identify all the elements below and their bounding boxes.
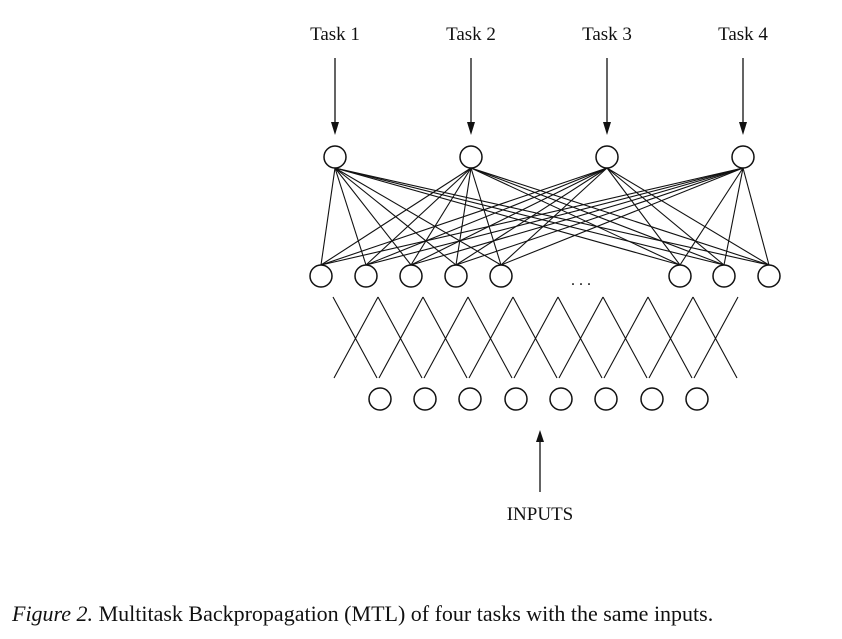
task-label-2: Task 2	[446, 24, 496, 45]
edge-hidden-input-14	[603, 296, 649, 379]
edge-hidden-input-8	[468, 296, 514, 379]
edge-hidden-input-9	[512, 296, 558, 379]
output-node-1	[323, 145, 347, 169]
edge-hidden-input-12	[558, 296, 604, 379]
output-node-3	[595, 145, 619, 169]
output-node-2	[459, 145, 483, 169]
edge-hidden-input-3	[377, 296, 423, 379]
input-node-5	[549, 387, 573, 411]
edge-output-4-hidden-7	[723, 167, 744, 266]
edge-output-3-hidden-1	[320, 167, 608, 266]
edge-hidden-input-7	[467, 296, 513, 379]
edge-output-2-hidden-7	[470, 167, 725, 266]
inputs-label: INPUTS	[507, 504, 574, 525]
edge-hidden-input-15	[647, 296, 693, 379]
task-label-4: Task 4	[718, 24, 768, 45]
task-arrow-head-1	[331, 122, 339, 135]
edge-output-1-hidden-8	[334, 167, 770, 266]
output-node-4	[731, 145, 755, 169]
edge-output-3-hidden-7	[606, 167, 725, 266]
edge-hidden-input-16	[648, 296, 694, 379]
hidden-node-4	[444, 264, 468, 288]
input-node-3	[458, 387, 482, 411]
hidden-node-8	[757, 264, 781, 288]
edge-output-4-hidden-3	[410, 167, 744, 266]
hidden-node-6	[668, 264, 692, 288]
edge-output-3-hidden-2	[365, 167, 608, 266]
edge-output-4-hidden-4	[455, 167, 744, 266]
input-node-4	[504, 387, 528, 411]
task-label-3: Task 3	[582, 24, 632, 45]
hidden-node-1	[309, 264, 333, 288]
network-arrows	[331, 58, 747, 492]
input-node-8	[685, 387, 709, 411]
edge-output-2-hidden-8	[470, 167, 770, 266]
hidden-node-3	[399, 264, 423, 288]
task-label-1: Task 1	[310, 24, 360, 45]
edge-output-1-hidden-6	[334, 167, 681, 266]
edge-hidden-input-17	[692, 296, 738, 379]
edge-output-4-hidden-5	[500, 167, 744, 266]
edge-output-1-hidden-7	[334, 167, 725, 266]
network-edges	[320, 167, 770, 379]
edge-output-2-hidden-3	[410, 167, 472, 266]
edge-hidden-input-1	[332, 296, 378, 379]
network-nodes	[309, 145, 781, 411]
task-arrow-head-4	[739, 122, 747, 135]
edge-output-4-hidden-1	[320, 167, 744, 266]
edge-output-3-hidden-6	[606, 167, 681, 266]
edge-hidden-input-6	[423, 296, 469, 379]
edge-hidden-input-2	[333, 296, 379, 379]
edge-output-2-hidden-2	[365, 167, 472, 266]
hidden-node-5	[489, 264, 513, 288]
caption-figure-number: Figure 2.	[12, 601, 94, 626]
edge-hidden-input-4	[378, 296, 424, 379]
edge-hidden-input-18	[693, 296, 739, 379]
inputs-arrow-head	[536, 430, 544, 442]
task-arrow-head-2	[467, 122, 475, 135]
figure-caption: Figure 2. Multitask Backpropagation (MTL…	[12, 601, 713, 627]
hidden-node-7	[712, 264, 736, 288]
input-node-2	[413, 387, 437, 411]
hidden-node-2	[354, 264, 378, 288]
input-node-7	[640, 387, 664, 411]
edge-hidden-input-5	[422, 296, 468, 379]
edge-output-3-hidden-8	[606, 167, 770, 266]
edge-hidden-input-10	[513, 296, 559, 379]
task-arrow-head-3	[603, 122, 611, 135]
hidden-ellipsis: . . .	[571, 272, 591, 289]
edge-output-3-hidden-3	[410, 167, 608, 266]
edge-output-4-hidden-8	[742, 167, 770, 266]
edge-output-2-hidden-1	[320, 167, 472, 266]
caption-text: Multitask Backpropagation (MTL) of four …	[98, 601, 714, 626]
edge-output-1-hidden-3	[334, 167, 412, 266]
edge-output-1-hidden-1	[320, 167, 336, 266]
edge-output-1-hidden-2	[334, 167, 367, 266]
edge-output-4-hidden-6	[679, 167, 744, 266]
input-node-1	[368, 387, 392, 411]
edge-hidden-input-13	[602, 296, 648, 379]
edge-hidden-input-11	[557, 296, 603, 379]
edge-output-4-hidden-2	[365, 167, 744, 266]
input-node-6	[594, 387, 618, 411]
